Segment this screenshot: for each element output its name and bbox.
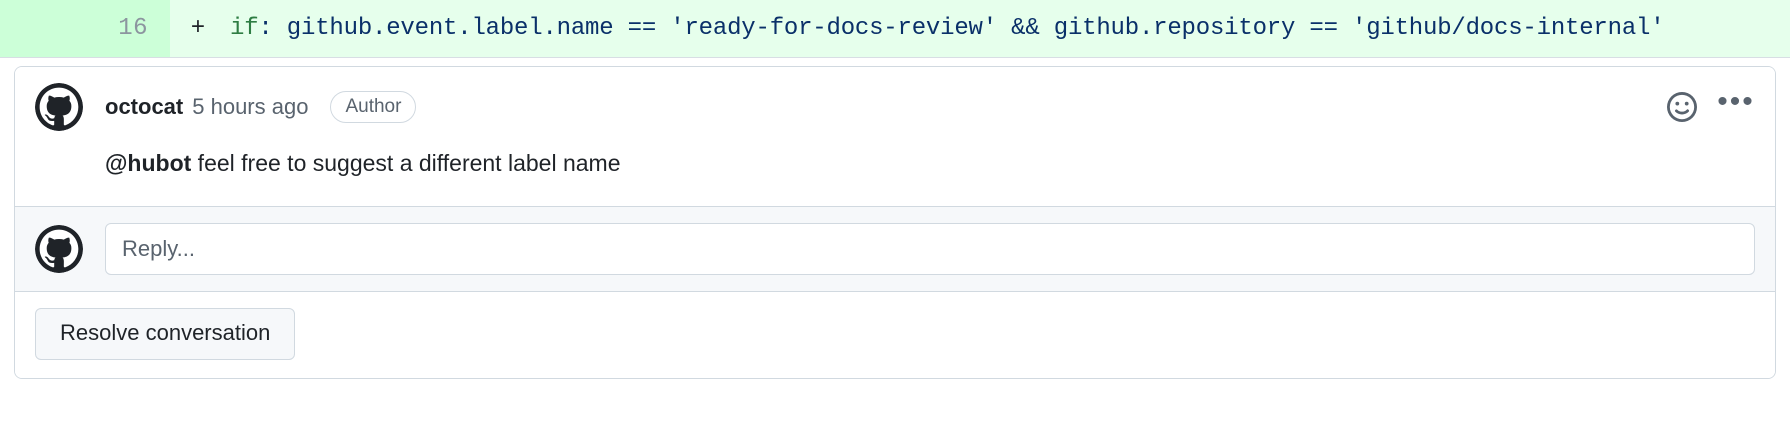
reply-input[interactable]: Reply... — [105, 223, 1755, 276]
kebab-menu-icon[interactable]: ••• — [1717, 85, 1755, 118]
diff-code-content[interactable]: if: github.event.label.name == 'ready-fo… — [226, 0, 1790, 57]
code-expression-token: : github.event.label.name == 'ready-for-… — [258, 15, 1665, 42]
diff-line-added: 16 + if: github.event.label.name == 'rea… — [0, 0, 1790, 58]
user-mention[interactable]: @hubot — [105, 150, 192, 176]
reply-avatar[interactable] — [35, 225, 83, 274]
comment-body: @hubot feel free to suggest a different … — [15, 135, 1775, 206]
avatar[interactable] — [35, 83, 83, 131]
diff-add-marker: + — [190, 15, 206, 42]
smiley-icon[interactable] — [1663, 88, 1701, 126]
review-thread: octocat 5 hours ago Author ••• @hubot fe… — [14, 66, 1776, 380]
comment-header: octocat 5 hours ago Author ••• — [15, 67, 1775, 135]
author-badge: Author — [330, 90, 417, 124]
reply-row: Reply... — [15, 206, 1775, 292]
yaml-key-token: if — [230, 15, 259, 42]
review-comment: octocat 5 hours ago Author ••• @hubot fe… — [15, 67, 1775, 207]
review-thread-wrapper: octocat 5 hours ago Author ••• @hubot fe… — [0, 58, 1790, 380]
comment-author[interactable]: octocat — [105, 94, 184, 119]
thread-actions: Resolve conversation — [15, 291, 1775, 379]
comment-timestamp[interactable]: 5 hours ago — [192, 94, 309, 119]
diff-line-number[interactable]: 16 — [0, 0, 170, 57]
resolve-conversation-button[interactable]: Resolve conversation — [35, 308, 296, 361]
comment-text: feel free to suggest a different label n… — [191, 150, 621, 176]
